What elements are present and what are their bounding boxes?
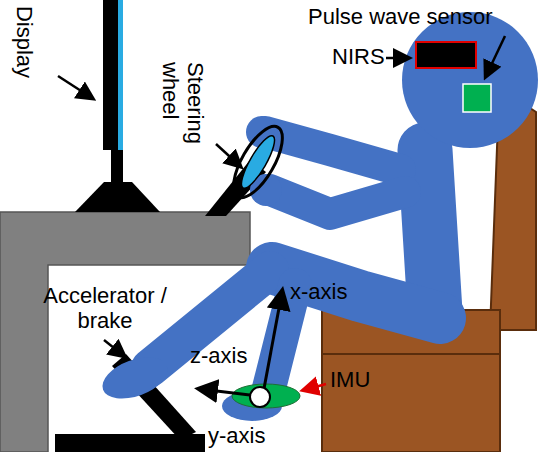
axis-origin (250, 387, 270, 407)
leader-arrow (486, 36, 505, 76)
pedal-label: Accelerator / brake (40, 284, 170, 333)
axis-label: y-axis (208, 424, 265, 449)
leader-arrow (104, 340, 124, 356)
sensor-label: Pulse wave sensor (308, 5, 493, 30)
leader-arrow (58, 76, 92, 98)
display-screen (103, 0, 118, 150)
axis-label: z-axis (190, 344, 247, 369)
display-base (75, 182, 160, 212)
nirs-sensor (416, 42, 476, 68)
axis-label: x-axis (290, 280, 347, 305)
steering-hub (236, 132, 280, 192)
leader-arrow (304, 384, 326, 390)
leader-arrow (386, 57, 408, 60)
sensor-label: IMU (330, 368, 370, 393)
steering-label: Steering wheel (157, 62, 206, 162)
display-neck (111, 150, 123, 184)
display-face (118, 0, 123, 150)
driver-figure (97, 12, 538, 421)
imu-sensor (232, 384, 300, 408)
seat-edge (322, 353, 500, 355)
display-label: Display (12, 6, 37, 78)
pulse-sensor (463, 84, 491, 112)
leader-arrow (216, 144, 240, 166)
x-axis-arrow (263, 292, 282, 394)
sensor-label: NIRS (332, 45, 385, 70)
